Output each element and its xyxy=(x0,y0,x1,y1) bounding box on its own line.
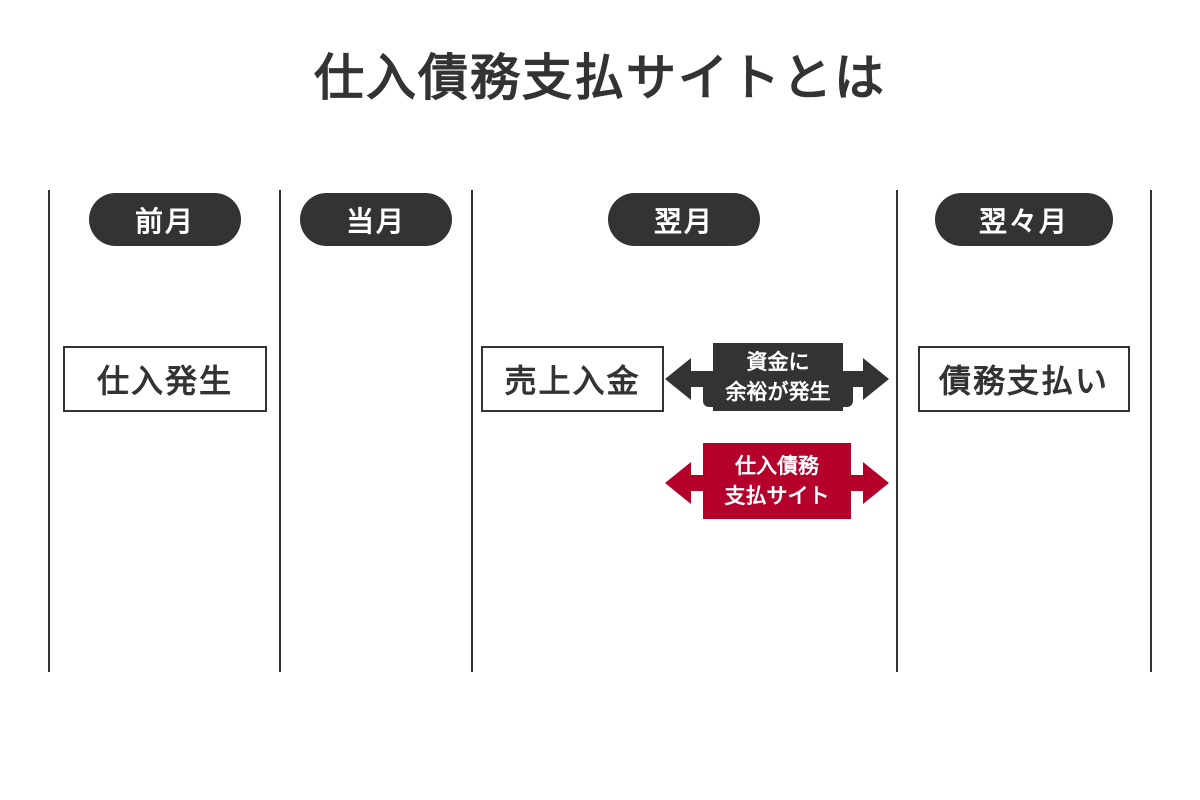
sales-receipt-box: 売上入金 xyxy=(481,346,664,412)
payment-box: 債務支払い xyxy=(918,346,1130,412)
payment-site-label: 仕入債務 支払サイト xyxy=(703,443,851,519)
surplus-line1: 資金に xyxy=(746,350,810,374)
purchase-event-box: 仕入発生 xyxy=(63,346,267,412)
divider xyxy=(471,190,473,672)
surplus-label: 資金に 余裕が発生 xyxy=(703,343,853,411)
month-label-prev: 前月 xyxy=(89,193,241,246)
site-line1: 仕入債務 xyxy=(735,454,819,478)
divider xyxy=(48,190,50,672)
site-line2: 支払サイト xyxy=(724,484,830,508)
month-label-current: 当月 xyxy=(300,193,452,246)
divider xyxy=(1150,190,1152,672)
page-title: 仕入債務支払サイトとは xyxy=(314,49,886,107)
month-label-after-next: 翌々月 xyxy=(935,193,1113,246)
month-label-next: 翌月 xyxy=(608,193,760,246)
divider xyxy=(279,190,281,672)
surplus-line2: 余裕が発生 xyxy=(703,377,853,407)
divider xyxy=(896,190,898,672)
